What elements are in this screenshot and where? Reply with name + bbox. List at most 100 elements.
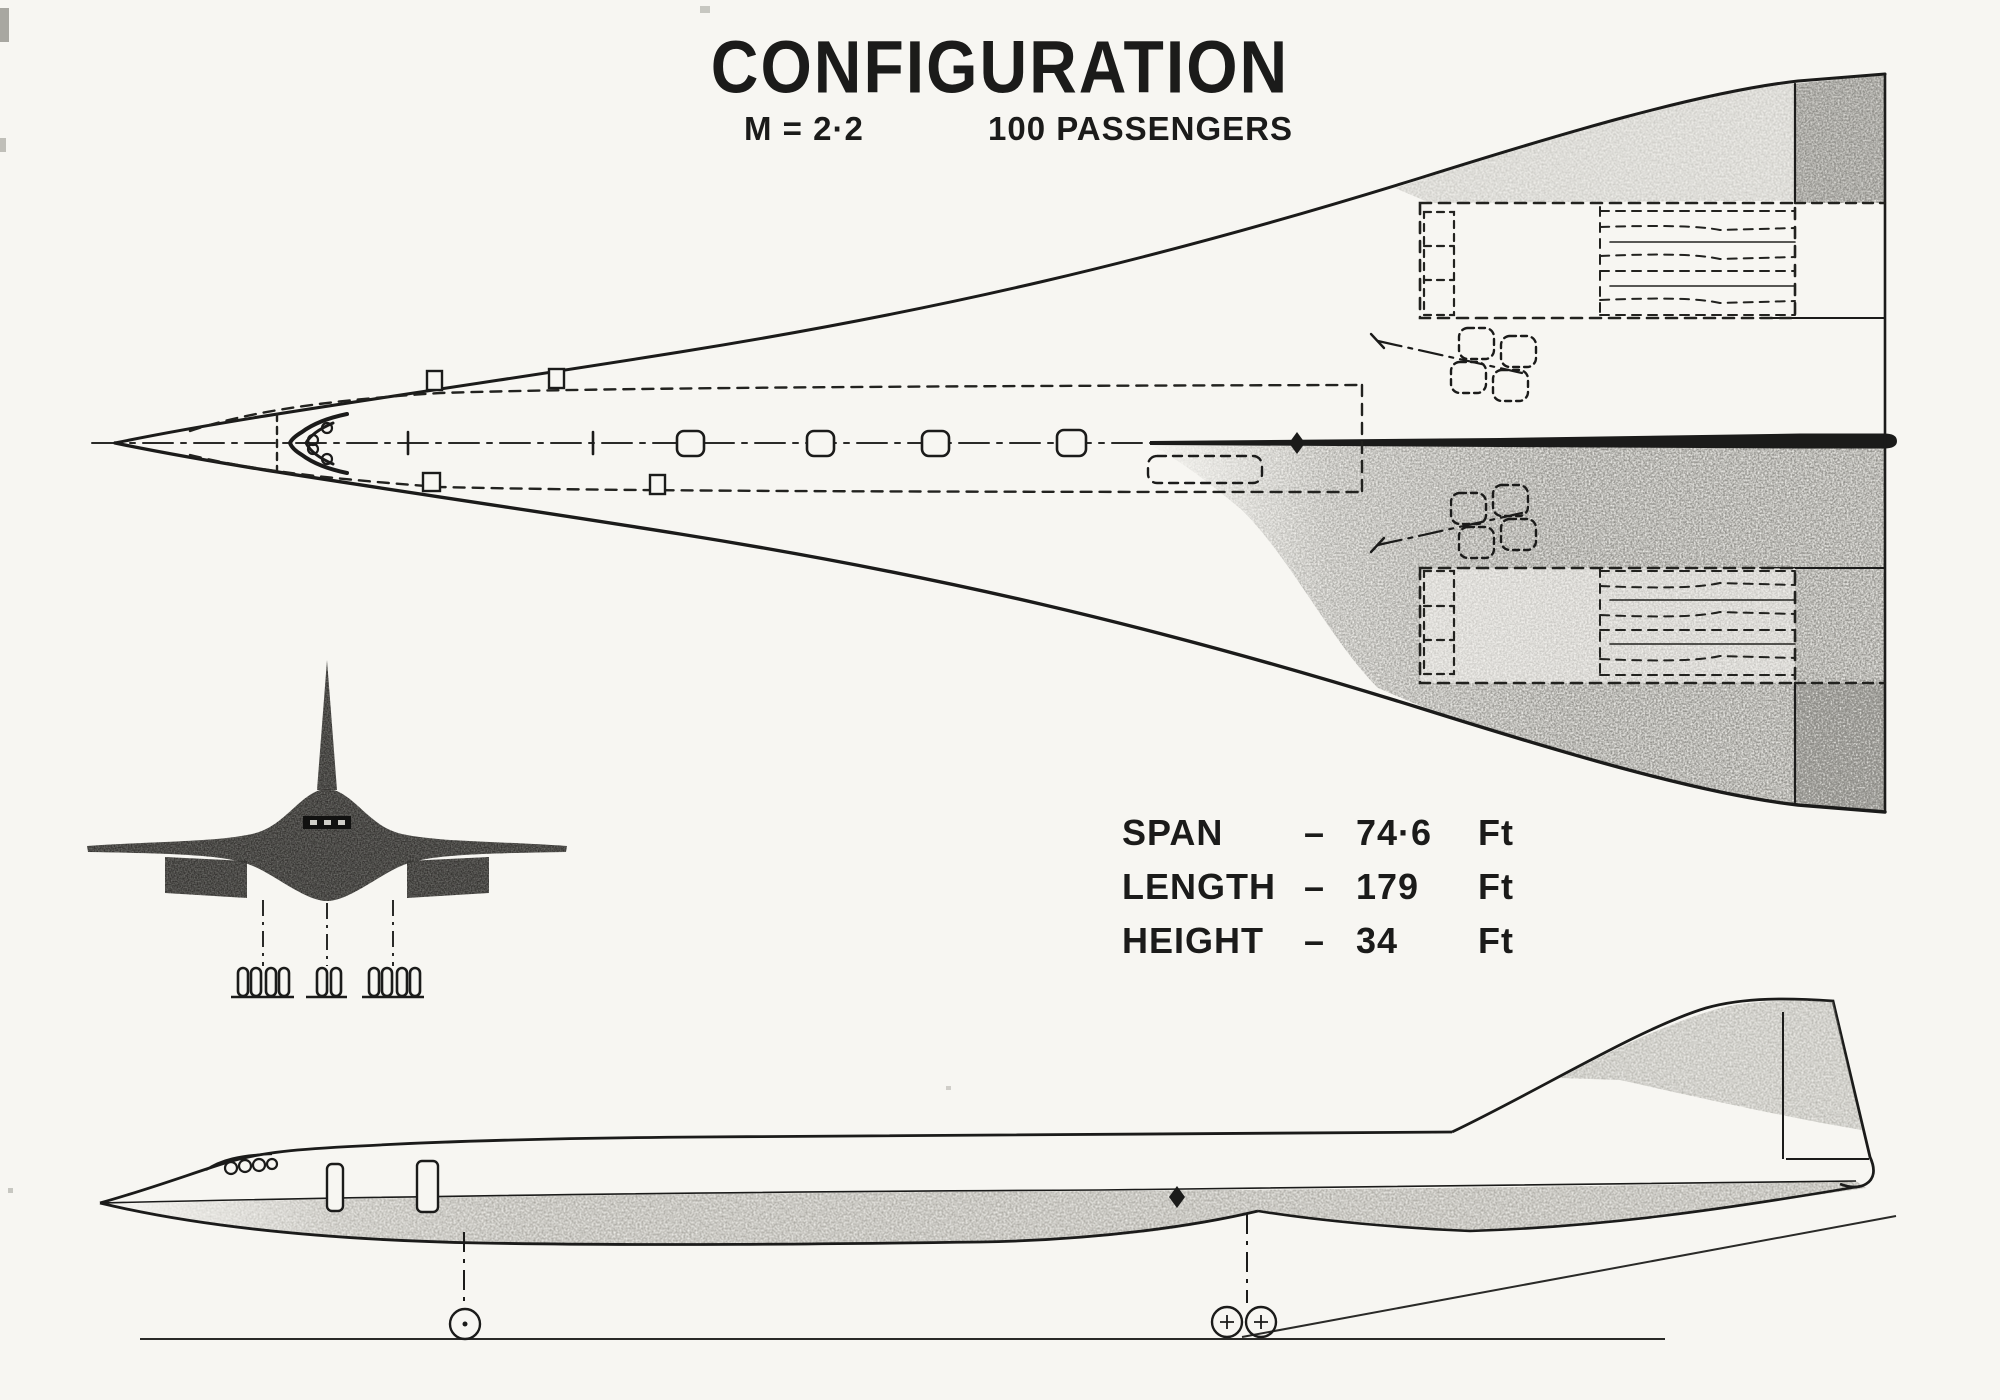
door-rect <box>425 369 444 392</box>
side-fin-shading <box>1560 1000 1862 1130</box>
spec-value: 179 <box>1356 866 1420 907</box>
plan-centerline-hatches <box>406 428 1305 485</box>
engine-line <box>1599 654 1796 662</box>
wheel <box>329 966 343 998</box>
side-belly-line <box>99 1201 1259 1246</box>
bogie-wheel <box>1457 525 1496 560</box>
gear-line-tick <box>1369 536 1386 554</box>
dust-speck <box>0 138 6 152</box>
dust-speck <box>700 6 710 13</box>
bogie-wheel <box>1449 360 1488 395</box>
front-engine-box-left <box>165 857 247 898</box>
gear-line-tick <box>1369 332 1386 350</box>
spec-row-span: SPAN – 74·6 Ft <box>1122 812 1538 866</box>
dust-speck <box>0 8 9 42</box>
gear-retraction-line <box>1376 339 1524 375</box>
spec-label: HEIGHT <box>1122 920 1265 961</box>
plan-leading-edge-lower <box>113 441 1887 814</box>
spec-label: SPAN <box>1122 812 1224 853</box>
dashed-bay-outline <box>1146 454 1264 485</box>
front-wheels <box>231 966 424 999</box>
bogie-wheel <box>1499 334 1538 369</box>
main-gear-hub-cross <box>1254 1315 1268 1329</box>
plan-gear-bogie-upper <box>1369 326 1538 403</box>
engine-detail-lines <box>1599 567 1796 680</box>
door-rect <box>547 367 566 390</box>
spec-value: 34 <box>1356 920 1399 961</box>
bogie-wheel <box>1499 517 1538 552</box>
gear-retraction-line <box>1376 511 1524 547</box>
windshield-outer <box>287 412 349 475</box>
front-engine-box-right <box>407 857 489 898</box>
door-rect <box>421 471 442 493</box>
canopy-window <box>237 1158 253 1174</box>
side-aft-belly-line <box>1257 1184 1863 1233</box>
side-fin-outline <box>1451 997 1875 1189</box>
wheel <box>315 966 329 998</box>
wheel <box>264 966 278 998</box>
wheel <box>408 966 422 998</box>
plan-door-markers <box>421 367 667 496</box>
main-gear-wheel <box>1210 1305 1244 1339</box>
door-rect <box>648 473 667 496</box>
spec-separator: – <box>1304 812 1326 853</box>
dust-speck <box>946 1086 951 1090</box>
wheel <box>380 966 394 998</box>
cg-diamond <box>1289 432 1305 454</box>
engine-detail-lines <box>1599 206 1796 319</box>
plan-nacelle-upper <box>1418 201 1887 320</box>
side-canopy-windows <box>205 1152 279 1176</box>
side-door-rect <box>325 1162 345 1213</box>
spec-separator: – <box>1304 920 1326 961</box>
bogie-wheel <box>1491 368 1530 403</box>
spec-unit: Ft <box>1478 866 1514 907</box>
nacelle-inner-strip <box>1422 210 1456 317</box>
window-glint <box>324 820 331 825</box>
canopy-frame-line <box>205 1152 273 1171</box>
plan-leading-edge-shading <box>1395 75 1885 203</box>
plan-fuselage-spine <box>1150 433 1897 449</box>
wheel <box>367 966 381 998</box>
plan-upper-tip-box <box>1795 74 1885 203</box>
canopy-window <box>265 1157 279 1171</box>
bogie-wheel <box>1449 491 1488 526</box>
cabin-line-top <box>188 383 1364 433</box>
spec-row-length: LENGTH – 179 Ft <box>1122 866 1538 920</box>
dimensions-table: SPAN – 74·6 Ft LENGTH – 179 Ft HEIGHT – … <box>1122 812 1538 974</box>
main-gear-hub-cross <box>1220 1315 1234 1329</box>
engine-line <box>1599 297 1796 305</box>
nose-gear-hub <box>462 1321 468 1327</box>
nose-gear-wheel <box>448 1307 482 1341</box>
plan-leading-edge-upper <box>113 72 1887 445</box>
engine-line <box>1599 253 1796 261</box>
dust-speck <box>8 1188 13 1193</box>
engine-line <box>1599 225 1796 232</box>
windshield-pane <box>306 442 320 456</box>
plan-lower-tip-box <box>1795 683 1885 812</box>
plan-gear-bogie-lower <box>1369 483 1538 560</box>
canopy-window <box>223 1160 239 1176</box>
side-nose-gear <box>448 1232 482 1341</box>
mach-label: M = 2·2 <box>744 110 864 147</box>
hatch-square <box>675 429 706 458</box>
bogie-wheel <box>1491 483 1530 518</box>
side-main-gear <box>1210 1214 1278 1339</box>
plan-cabin-outline <box>188 383 1364 494</box>
front-window-glints <box>310 820 345 825</box>
tail-clearance-line <box>1241 1215 1897 1338</box>
main-gear-wheel <box>1244 1305 1278 1339</box>
front-gear-centerlines <box>262 900 394 966</box>
front-vertical-fin <box>317 660 337 790</box>
side-wing-band-shading <box>108 1181 1866 1245</box>
page-title: CONFIGURATION <box>710 25 1290 108</box>
plan-windshield <box>287 412 349 475</box>
passengers-label: 100 PASSENGERS <box>988 110 1294 147</box>
front-body-and-wings <box>87 789 567 901</box>
plan-nacelle-lower <box>1418 566 1887 685</box>
spec-row-height: HEIGHT – 34 Ft <box>1122 920 1538 974</box>
hatch-square <box>1055 428 1088 458</box>
spec-separator: – <box>1304 866 1326 907</box>
front-view <box>87 660 567 999</box>
